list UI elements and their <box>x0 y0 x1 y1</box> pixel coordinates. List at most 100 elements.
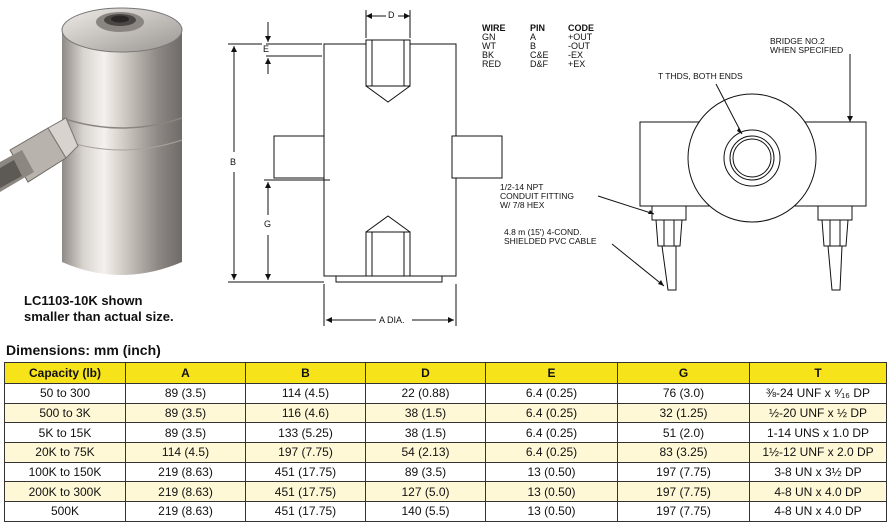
table-cell: 89 (3.5) <box>125 402 246 424</box>
photo-caption-line2: smaller than actual size. <box>24 309 174 324</box>
wiring-header-wire: WIRE <box>482 23 506 33</box>
table-cell: 89 (3.5) <box>365 461 486 483</box>
table-cell: 197 (7.75) <box>617 481 750 503</box>
photo-caption-line1: LC1103-10K shown <box>24 293 143 308</box>
wiring-cell: +EX <box>568 59 586 69</box>
table-cell: 200K to 300K <box>4 481 126 503</box>
conduit-note-line2: CONDUIT FITTING <box>500 191 574 201</box>
table-cell: 133 (5.25) <box>245 422 366 444</box>
table-cell: 22 (0.88) <box>365 383 486 404</box>
table-cell: 6.4 (0.25) <box>485 402 618 424</box>
cable-note-line1: 4.8 m (15') 4-COND. <box>504 227 582 237</box>
table-cell: 500K <box>4 501 126 522</box>
table-cell: 76 (3.0) <box>617 383 750 404</box>
table-cell: 127 (5.0) <box>365 481 486 503</box>
table-cell: 140 (5.5) <box>365 501 486 522</box>
table-cell: ½-20 UNF x ½ DP <box>749 402 887 424</box>
bridge-note-line1: BRIDGE NO.2 <box>770 36 825 46</box>
table-cell: 32 (1.25) <box>617 402 750 424</box>
wiring-cell: RED <box>482 59 502 69</box>
table-cell: 1-14 UNS x 1.0 DP <box>749 422 887 444</box>
wiring-col-wire: WIRE GN WT BK RED <box>482 24 506 69</box>
table-cell: 219 (8.63) <box>125 461 246 483</box>
wiring-cell: -OUT <box>568 41 590 51</box>
column-header: T <box>749 362 887 384</box>
column-header: Capacity (lb) <box>4 362 126 384</box>
wiring-cell: +OUT <box>568 32 593 42</box>
table-cell: 114 (4.5) <box>125 442 246 463</box>
wiring-cell: D&F <box>530 59 548 69</box>
wiring-cell: B <box>530 41 537 51</box>
wiring-col-pin: PIN A B C&E D&F <box>530 24 549 69</box>
thread-note: T THDS, BOTH ENDS <box>658 71 743 81</box>
table-cell: 83 (3.25) <box>617 442 750 463</box>
table-cell: 3-8 UN x 3½ DP <box>749 461 887 483</box>
wiring-col-code: CODE +OUT -OUT -EX +EX <box>568 24 594 69</box>
wiring-cell: GN <box>482 32 496 42</box>
table-cell: 1½-12 UNF x 2.0 DP <box>749 442 887 463</box>
table-cell: 116 (4.6) <box>245 402 366 424</box>
wiring-cell: C&E <box>530 50 549 60</box>
column-header: D <box>365 362 486 384</box>
table-cell: 197 (7.75) <box>245 442 366 463</box>
table-cell: 13 (0.50) <box>485 501 618 522</box>
table-cell: 4-8 UN x 4.0 DP <box>749 481 887 503</box>
wiring-cell: A <box>530 32 537 42</box>
table-cell: 114 (4.5) <box>245 383 366 404</box>
bridge-note-line2: WHEN SPECIFIED <box>770 45 844 55</box>
dim-label-g: G <box>264 219 272 229</box>
table-cell: 13 (0.50) <box>485 461 618 483</box>
table-cell: 197 (7.75) <box>617 501 750 522</box>
table-cell: 6.4 (0.25) <box>485 442 618 463</box>
table-cell: 5K to 15K <box>4 422 126 444</box>
dim-label-e: E <box>263 44 270 54</box>
conduit-note-line3: W/ 7/8 HEX <box>500 200 545 210</box>
table-cell: 219 (8.63) <box>125 501 246 522</box>
table-cell: 100K to 150K <box>4 461 126 483</box>
wiring-header-code: CODE <box>568 23 595 33</box>
table-cell: 20K to 75K <box>4 442 126 463</box>
table-cell: 451 (17.75) <box>245 481 366 503</box>
table-cell: 54 (2.13) <box>365 442 486 463</box>
table-cell: ⅜-24 UNF x ⁹⁄₁₆ DP <box>749 383 887 404</box>
dim-label-a: A DIA. <box>379 315 405 325</box>
table-cell: 451 (17.75) <box>245 461 366 483</box>
load-cell-photo <box>0 0 230 330</box>
table-cell: 6.4 (0.25) <box>485 383 618 404</box>
cable-note-line2: SHIELDED PVC CABLE <box>504 236 597 246</box>
table-cell: 219 (8.63) <box>125 481 246 503</box>
table-header-row: Capacity (lb) A B D E G T <box>4 362 887 384</box>
conduit-note-line1: 1/2-14 NPT <box>500 182 544 192</box>
conduit-note: 1/2-14 NPT CONDUIT FITTING W/ 7/8 HEX <box>500 183 574 210</box>
table-cell: 6.4 (0.25) <box>485 422 618 444</box>
wiring-header-pin: PIN <box>530 23 546 33</box>
column-header: A <box>125 362 246 384</box>
dim-label-d: D <box>388 10 395 20</box>
table-cell: 89 (3.5) <box>125 383 246 404</box>
wiring-cell: WT <box>482 41 496 51</box>
table-cell: 51 (2.0) <box>617 422 750 444</box>
table-cell: 38 (1.5) <box>365 402 486 424</box>
wiring-cell: BK <box>482 50 495 60</box>
photo-caption: LC1103-10K shown smaller than actual siz… <box>24 293 174 325</box>
table-cell: 38 (1.5) <box>365 422 486 444</box>
dim-label-b: B <box>230 157 237 167</box>
table-cell: 451 (17.75) <box>245 501 366 522</box>
table-cell: 50 to 300 <box>4 383 126 404</box>
column-header: E <box>485 362 618 384</box>
table-cell: 197 (7.75) <box>617 461 750 483</box>
wiring-cell: -EX <box>568 50 584 60</box>
column-header: G <box>617 362 750 384</box>
column-header: B <box>245 362 366 384</box>
table-cell: 89 (3.5) <box>125 422 246 444</box>
table-cell: 4-8 UN x 4.0 DP <box>749 501 887 522</box>
table-cell: 13 (0.50) <box>485 481 618 503</box>
